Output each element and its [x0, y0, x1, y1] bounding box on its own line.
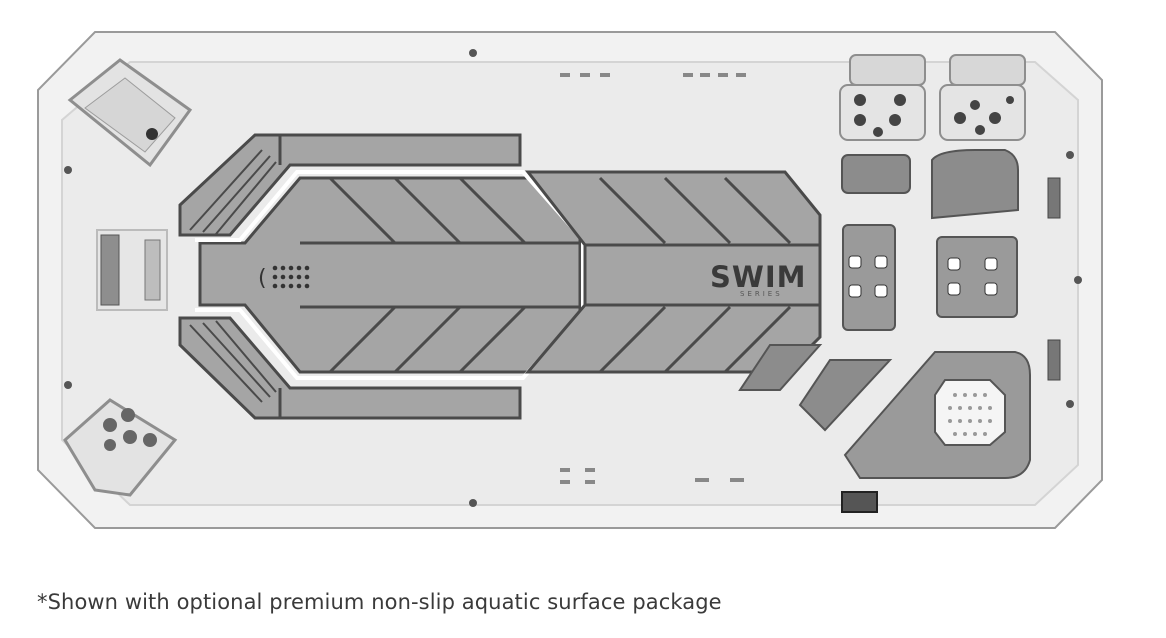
jet-pad-right [936, 236, 1018, 318]
brand-mark: SWIM [710, 260, 807, 294]
swim-jet-cluster: ( [258, 265, 310, 291]
brand-sub: SERIES [740, 290, 783, 298]
corner-seat-bottom-left [63, 398, 178, 497]
seat-top-right-1 [839, 54, 926, 141]
bench-pad-1 [841, 154, 911, 194]
handle-right-top [1047, 177, 1061, 219]
jet-pad-left [842, 224, 896, 331]
step-1 [738, 344, 823, 391]
swim-spa-top-view: ( SWIM SERIES [37, 31, 1103, 529]
bench-pad-2 [931, 149, 1019, 220]
image-caption: *Shown with optional premium non-slip aq… [37, 590, 722, 614]
step-2 [798, 359, 893, 432]
control-box-bottom [841, 491, 878, 513]
svg-text:(: ( [258, 266, 267, 291]
non-slip-surface [178, 133, 822, 420]
lounger-top-left [67, 58, 193, 168]
seat-top-right-2 [939, 54, 1026, 141]
foot-well-seat [843, 351, 1031, 479]
left-step [96, 229, 168, 311]
handle-right-bottom [1047, 339, 1061, 381]
